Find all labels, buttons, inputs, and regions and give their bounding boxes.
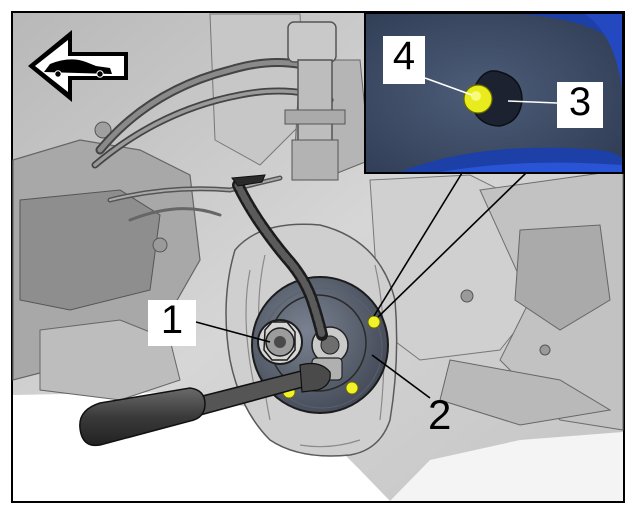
sensor-cable <box>231 174 328 341</box>
brake-lines <box>91 58 334 222</box>
callout-label-1: 1 <box>148 300 196 346</box>
ratchet-tool <box>79 362 331 447</box>
leader-line-inset-right <box>377 172 527 318</box>
inset-leader-lines <box>424 77 558 104</box>
drive-flange <box>257 319 303 365</box>
callout-label-2: 2 <box>428 391 452 438</box>
leader-line-4 <box>424 77 473 96</box>
strut-assembly <box>284 21 346 181</box>
leader-line-3 <box>507 100 558 104</box>
bolt-marker <box>345 381 359 395</box>
leader-line-inset-left <box>373 172 463 317</box>
callout-label-3: 3 <box>557 82 603 128</box>
leader-line-2 <box>371 354 431 399</box>
leader-lines <box>195 172 527 399</box>
floor-area-right <box>390 432 623 501</box>
leader-line-1 <box>195 321 271 343</box>
callout-label-4: 4 <box>383 36 425 84</box>
bolt-marker <box>367 315 381 329</box>
arrow-left-car-icon <box>28 30 128 102</box>
